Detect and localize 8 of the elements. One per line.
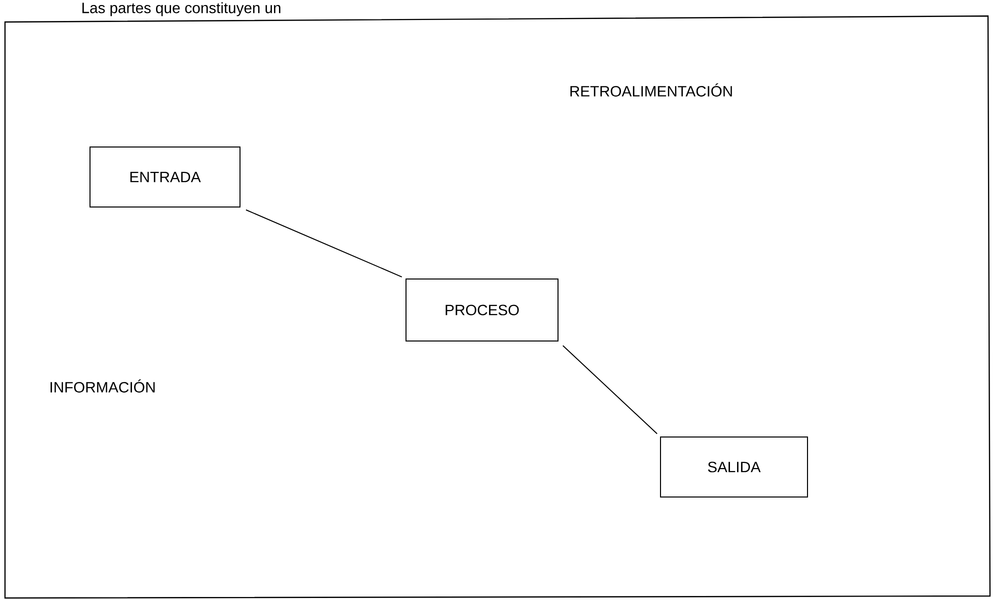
- process-box: ENTRADA: [90, 146, 240, 208]
- process-box: SALIDA: [660, 436, 808, 498]
- text-label: RETROALIMENTACIÓN: [570, 83, 732, 97]
- title: Las partes que constituyen un: [82, 2, 280, 16]
- text-label: INFORMACIÓN: [50, 379, 155, 393]
- connector-line: [562, 345, 658, 434]
- process-box: PROCESO: [406, 278, 558, 342]
- connector-line: [246, 209, 402, 278]
